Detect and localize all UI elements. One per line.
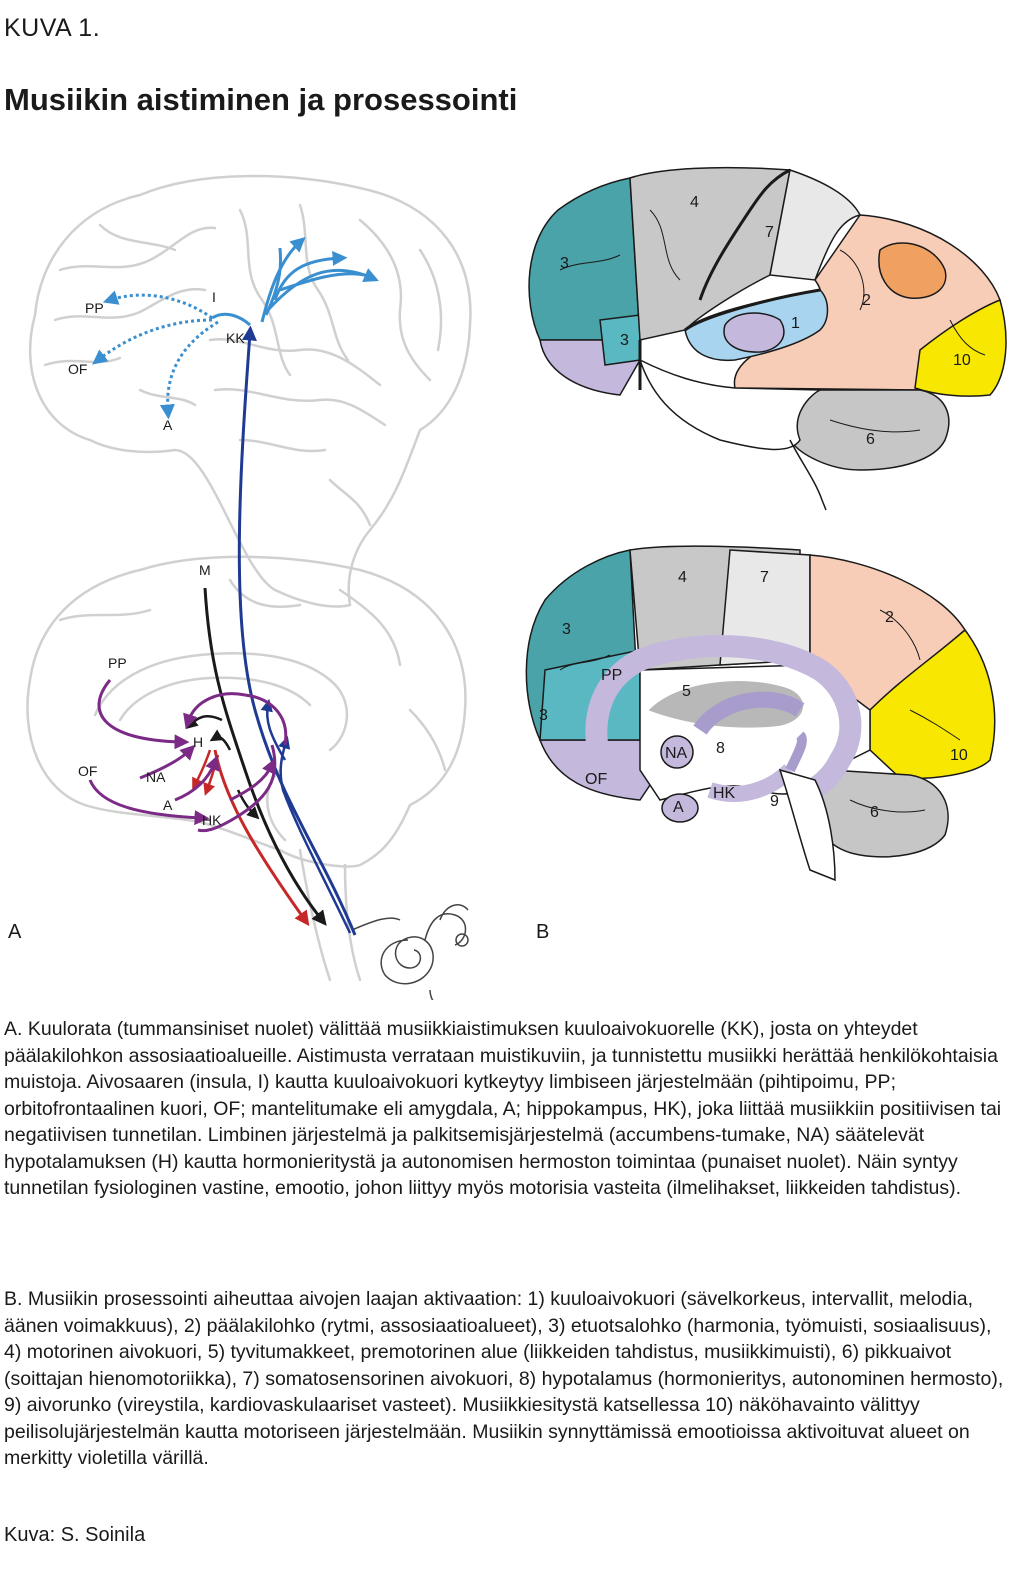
association-arrows bbox=[260, 236, 379, 323]
medial-label-3a: 3 bbox=[562, 621, 571, 638]
panel-a-medial-brain bbox=[26, 555, 467, 982]
lateral-label-1: 1 bbox=[791, 315, 800, 332]
medial-label-3b: 3 bbox=[539, 707, 548, 724]
motor-branch-arrow bbox=[185, 714, 223, 730]
cochlea bbox=[351, 904, 469, 1000]
lateral-label-4: 4 bbox=[690, 194, 699, 211]
panel-b-medial-brain bbox=[525, 545, 996, 882]
lateral-label-10: 10 bbox=[953, 352, 971, 369]
lateral-label-3b: 3 bbox=[620, 332, 629, 349]
medial-label-na: NA bbox=[665, 745, 688, 762]
panel-a-letter: A bbox=[8, 921, 22, 943]
label-h: H bbox=[193, 734, 203, 750]
auditory-pathway-loop2-arrow bbox=[260, 698, 287, 761]
lateral-label-6: 6 bbox=[866, 431, 875, 448]
lateral-label-7: 7 bbox=[765, 224, 774, 241]
medial-label-10: 10 bbox=[950, 747, 968, 764]
figure-label: KUVA 1. bbox=[4, 14, 101, 42]
medial-label-2: 2 bbox=[885, 609, 894, 626]
label-of: OF bbox=[78, 763, 97, 779]
label-pp: PP bbox=[108, 655, 127, 671]
panel-a: PP OF A I KK M PP OF NA A H HK A bbox=[8, 174, 472, 1000]
medial-label-8: 8 bbox=[716, 740, 725, 757]
medial-label-5: 5 bbox=[682, 683, 691, 700]
medial-label-6: 6 bbox=[870, 804, 879, 821]
limbic-arrows bbox=[88, 679, 288, 833]
label-m: M bbox=[199, 562, 211, 578]
panel-b-lateral-brain bbox=[528, 166, 1007, 511]
label-a: A bbox=[163, 797, 173, 813]
label-na: NA bbox=[146, 769, 166, 785]
lateral-label-3a: 3 bbox=[560, 255, 569, 272]
medial-label-hk: HK bbox=[713, 785, 736, 802]
motor-branch2-arrow bbox=[209, 729, 232, 751]
caption-a: A. Kuulorata (tummansiniset nuolet) väli… bbox=[4, 1018, 1002, 1199]
medial-label-of: OF bbox=[585, 771, 607, 788]
panel-a-lateral-brain bbox=[28, 174, 472, 608]
label-pp-top: PP bbox=[85, 300, 104, 316]
panel-b-letter: B bbox=[536, 921, 549, 943]
auditory-pathway-loop-arrow bbox=[278, 736, 352, 934]
hormonal-branch-arrow bbox=[192, 749, 212, 791]
label-of-top: OF bbox=[68, 361, 87, 377]
label-hk: HK bbox=[202, 812, 222, 828]
auditory-pathway-arrow bbox=[237, 325, 357, 936]
medial-label-9: 9 bbox=[770, 793, 779, 810]
lateral-label-2: 2 bbox=[862, 292, 871, 309]
label-a-top: A bbox=[163, 417, 173, 433]
medial-label-a: A bbox=[673, 799, 684, 816]
image-credit: Kuva: S. Soinila bbox=[4, 1524, 146, 1546]
hormonal-pathway-arrow bbox=[213, 749, 310, 927]
medial-label-7: 7 bbox=[760, 569, 769, 586]
panel-b: 4 7 3 3 1 2 10 6 4 7 2 3 3 PP 5 NA 8 OF … bbox=[525, 166, 1007, 943]
insula-dotted-arrows bbox=[92, 290, 219, 420]
insula-link bbox=[211, 312, 252, 327]
figure-title: Musiikin aistiminen ja prosessointi bbox=[4, 82, 518, 117]
medial-label-4: 4 bbox=[678, 569, 687, 586]
medial-label-pp: PP bbox=[601, 667, 622, 684]
motor-pathway-arrow bbox=[203, 587, 327, 926]
brain-diagram: PP OF A I KK M PP OF NA A H HK A bbox=[8, 166, 1007, 1000]
caption-b: B. Musiikin prosessointi aiheuttaa aivoj… bbox=[4, 1288, 1004, 1469]
label-kk: KK bbox=[226, 330, 245, 346]
label-i: I bbox=[212, 289, 216, 305]
